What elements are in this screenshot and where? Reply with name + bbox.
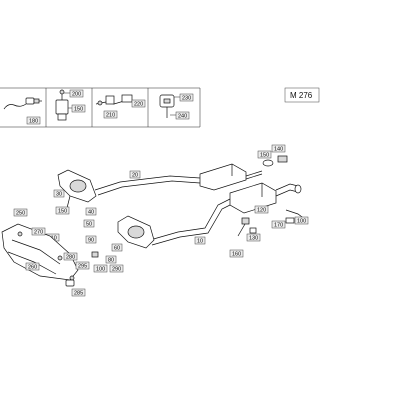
svg-text:130: 130	[249, 236, 258, 242]
exhaust-pipe-upper	[94, 175, 201, 196]
callout-150-clamp[interactable]: 150	[257, 150, 272, 159]
callout-30[interactable]: 30	[53, 189, 65, 198]
svg-text:90: 90	[88, 238, 94, 244]
model-label: M 276	[284, 87, 320, 103]
svg-text:170: 170	[274, 223, 283, 229]
callout-270[interactable]: 270	[31, 227, 46, 236]
oxygen-sensor-rear-icon	[237, 209, 307, 237]
callout-295[interactable]: 295	[75, 261, 90, 270]
svg-text:150: 150	[74, 107, 83, 113]
mounting-bracket-icon	[55, 89, 69, 121]
callout-140[interactable]: 140	[271, 144, 286, 153]
callout-100[interactable]: 100	[93, 264, 108, 273]
svg-text:240: 240	[178, 114, 187, 120]
svg-text:210: 210	[106, 113, 115, 119]
svg-text:260: 260	[28, 265, 37, 271]
svg-text:M 276: M 276	[290, 91, 313, 100]
callout-285[interactable]: 285	[71, 288, 86, 297]
callout-90[interactable]: 90	[85, 235, 97, 244]
callout-160[interactable]: 160	[229, 249, 244, 258]
rubber-mount-lower-icon	[65, 251, 99, 287]
callout-80[interactable]: 80	[105, 255, 117, 264]
callout-260[interactable]: 260	[25, 262, 40, 271]
svg-text:100: 100	[96, 267, 105, 273]
callout-240[interactable]: 240	[170, 111, 190, 120]
detail-panel	[0, 87, 201, 128]
svg-text:220: 220	[134, 102, 143, 108]
callout-180[interactable]: 180	[26, 116, 41, 125]
svg-text:295: 295	[78, 264, 87, 270]
svg-text:80: 80	[108, 258, 114, 264]
rear-silencer-icon	[229, 182, 302, 214]
callout-60[interactable]: 60	[111, 243, 123, 252]
svg-text:100: 100	[297, 219, 306, 225]
svg-text:10: 10	[197, 239, 203, 245]
svg-text:160: 160	[232, 252, 241, 258]
front-silencer-icon	[199, 163, 263, 191]
clamp-icon	[262, 155, 288, 167]
svg-text:180: 180	[29, 119, 38, 125]
svg-text:250: 250	[16, 211, 25, 217]
svg-text:60: 60	[114, 246, 120, 252]
callout-170[interactable]: 170	[271, 220, 286, 229]
svg-text:120: 120	[257, 208, 266, 214]
svg-text:290: 290	[112, 267, 121, 273]
rubber-mount-icon	[159, 94, 175, 118]
svg-text:200: 200	[72, 92, 81, 98]
callout-100-rear[interactable]: 100	[294, 216, 309, 225]
callout-130[interactable]: 130	[246, 233, 261, 242]
svg-text:285: 285	[74, 291, 83, 297]
callout-230[interactable]: 230	[174, 93, 194, 102]
svg-text:40: 40	[88, 210, 94, 216]
callout-40[interactable]: 40	[85, 207, 97, 216]
callout-220[interactable]: 220	[131, 99, 146, 108]
callout-10[interactable]: 10	[194, 236, 206, 245]
callout-290[interactable]: 290	[109, 264, 124, 273]
catalytic-converter-icon	[57, 169, 97, 213]
callout-50[interactable]: 50	[83, 219, 95, 228]
exhaust-pipe-lower	[149, 197, 235, 246]
svg-text:270: 270	[34, 230, 43, 236]
svg-text:50: 50	[86, 222, 92, 228]
callout-280[interactable]: 280	[63, 252, 78, 261]
callout-150-panel[interactable]: 150	[68, 104, 86, 113]
callout-120[interactable]: 120	[254, 205, 269, 214]
svg-text:150: 150	[58, 209, 67, 215]
hanger-bracket-icon	[95, 94, 137, 106]
callout-150-cat[interactable]: 150	[55, 206, 70, 215]
callout-200[interactable]: 200	[64, 89, 84, 98]
svg-text:230: 230	[182, 96, 191, 102]
svg-text:20: 20	[132, 173, 138, 179]
svg-text:140: 140	[274, 147, 283, 153]
svg-text:30: 30	[56, 192, 62, 198]
oxygen-sensor-icon	[3, 97, 42, 110]
callout-210[interactable]: 210	[103, 110, 118, 119]
svg-text:150: 150	[260, 153, 269, 159]
catalytic-converter-second-icon	[117, 215, 155, 249]
callout-20[interactable]: 20	[129, 170, 141, 179]
svg-text:280: 280	[66, 255, 75, 261]
callout-250[interactable]: 250	[13, 208, 28, 217]
